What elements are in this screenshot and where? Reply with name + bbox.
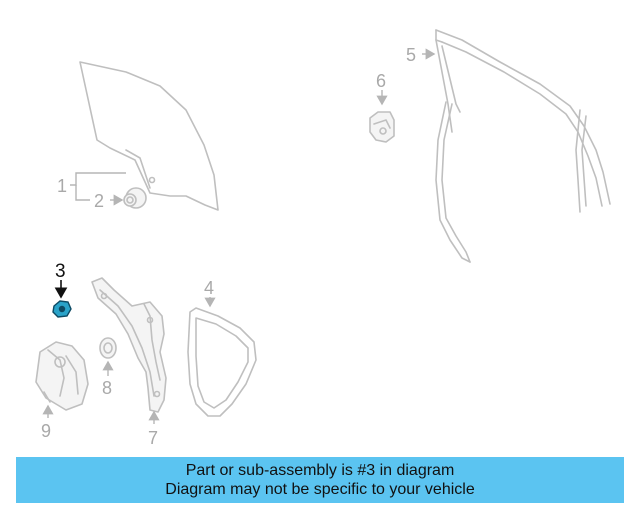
glass-bushing-part[interactable] (123, 187, 147, 209)
nut-part-highlighted[interactable] (52, 300, 72, 318)
info-banner: Part or sub-assembly is #3 in diagram Di… (16, 457, 624, 503)
glass-run-channel-part[interactable] (435, 29, 611, 263)
callout-9: 9 (41, 421, 51, 441)
weatherstrip-part[interactable] (187, 307, 257, 417)
regulator-motor-part[interactable] (35, 341, 89, 411)
callout-8: 8 (102, 378, 112, 398)
callout-leaders (42, 48, 436, 424)
callout-7: 7 (148, 428, 158, 448)
callout-6: 6 (376, 71, 386, 91)
callout-3-highlighted: 3 (55, 261, 66, 282)
callout-2: 2 (94, 191, 104, 211)
clip-part[interactable] (369, 111, 395, 143)
door-glass-part[interactable] (79, 61, 219, 211)
callout-1: 1 (57, 176, 67, 196)
banner-line-disclaimer: Diagram may not be specific to your vehi… (165, 481, 475, 498)
grommet-part[interactable] (99, 337, 117, 359)
callout-4: 4 (204, 278, 214, 298)
callout-5: 5 (406, 45, 416, 65)
banner-line-part-number: Part or sub-assembly is #3 in diagram (185, 462, 455, 479)
window-regulator-part[interactable] (91, 277, 167, 413)
